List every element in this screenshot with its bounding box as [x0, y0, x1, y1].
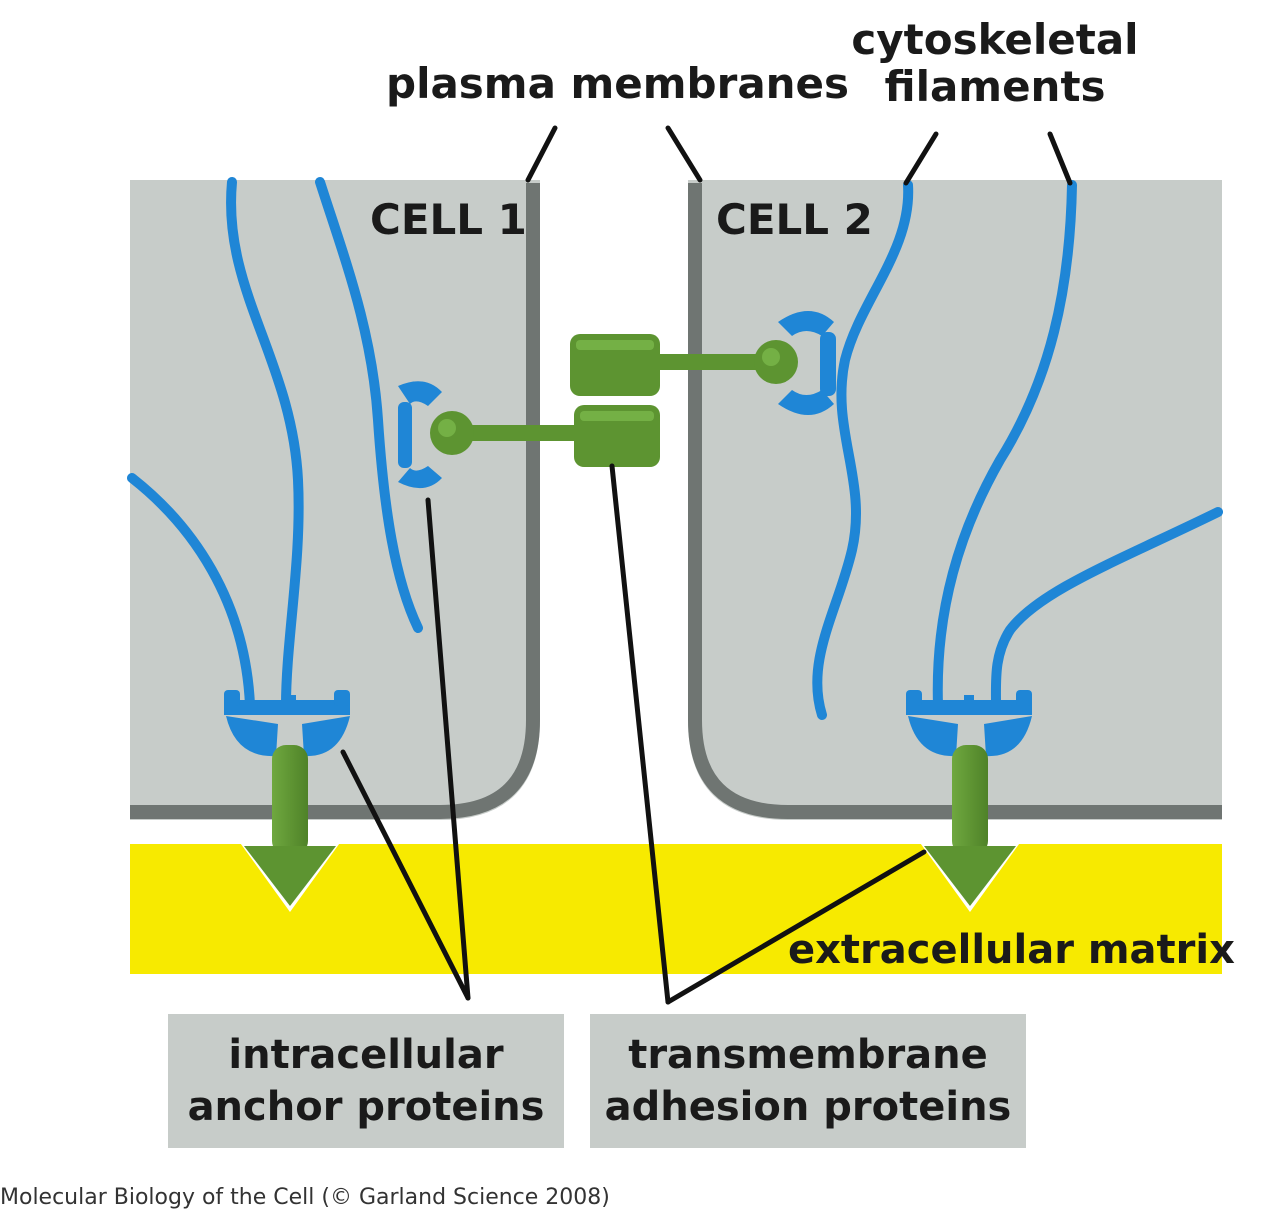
filament [226, 177, 304, 710]
figure-credit: Molecular Biology of the Cell (© Garland… [0, 1185, 610, 1210]
cell-1-label: CELL 1 [370, 195, 527, 244]
cell-2-label: CELL 2 [716, 195, 873, 244]
cell-2-filaments [812, 180, 1223, 720]
cell-1-matrix-anchor [224, 690, 350, 757]
filament-leader-1 [903, 131, 939, 186]
filament-leader-2 [1047, 131, 1073, 186]
filament [315, 177, 423, 633]
transmembrane-adhesion-line-1: transmembrane [628, 1032, 988, 1078]
cell-1-filaments [127, 177, 423, 710]
cytoskeletal-filaments-line-1: cytoskeletal [851, 15, 1139, 64]
cell-2-matrix-anchor [906, 690, 1032, 757]
filament [990, 507, 1223, 710]
cell-2-anchor-protein [778, 311, 836, 415]
anchor-leader-2 [340, 749, 471, 1001]
extracellular-matrix-label: extracellular matrix [788, 927, 1235, 973]
intracellular-anchor-line-1: intracellular [228, 1032, 504, 1078]
intracellular-anchor-proteins-box: intracellular anchor proteins [168, 1014, 564, 1148]
adhesion-leader-2 [665, 849, 927, 1005]
filament [127, 473, 255, 710]
cell-1-matrix-adhesion-arrow [238, 745, 342, 912]
adhesion-leader-1 [609, 463, 671, 1005]
cell-1-adhesion-protein [430, 405, 660, 467]
transmembrane-adhesion-proteins-box: transmembrane adhesion proteins [590, 1014, 1026, 1148]
cytoskeletal-filaments-line-2: filaments [884, 62, 1106, 112]
cell-1-anchor-protein [398, 381, 442, 489]
cell-2-matrix-adhesion-arrow [918, 745, 1022, 912]
plasma-membranes-label: plasma membranes [386, 59, 850, 108]
cell-2-adhesion-protein [570, 334, 798, 396]
leader-lines [340, 125, 1073, 1005]
filament [812, 180, 914, 720]
plasma-membrane-leader-2 [665, 125, 703, 183]
intracellular-anchor-line-2: anchor proteins [187, 1084, 545, 1130]
transmembrane-adhesion-line-2: adhesion proteins [604, 1084, 1012, 1130]
anchor-leader-1 [425, 497, 471, 1001]
cell-2-plasma-membrane [688, 183, 1222, 819]
cell-1-body [130, 180, 540, 820]
cytoskeletal-filaments-label: cytoskeletal filaments [850, 16, 1140, 110]
plasma-membrane-leader-1 [525, 125, 558, 183]
filament [932, 180, 1077, 710]
